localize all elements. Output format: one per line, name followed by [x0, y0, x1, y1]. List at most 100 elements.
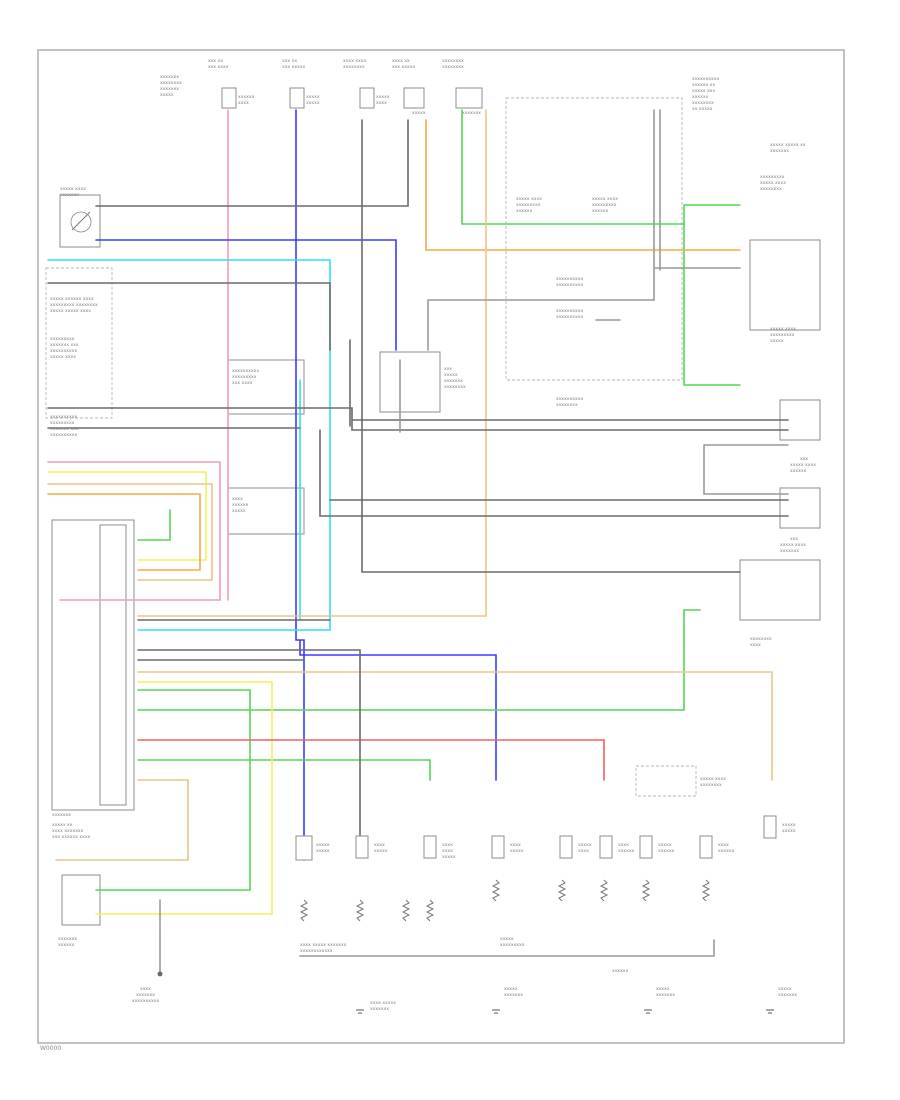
svg-text:xxxxxxx: xxxxxxx: [60, 193, 79, 198]
svg-text:xxxxxxxx: xxxxxxxx: [343, 65, 365, 70]
svg-text:xxxxxxxx: xxxxxxxx: [760, 187, 782, 192]
svg-text:xxxxx: xxxxx: [782, 823, 796, 828]
svg-text:xxxxxxx: xxxxxxx: [160, 75, 179, 80]
svg-text:xxxxx: xxxxx: [658, 843, 672, 848]
svg-text:xxxxx xx: xxxxx xx: [52, 823, 73, 828]
svg-text:xxxxx: xxxxx: [442, 855, 456, 860]
svg-text:xxxx: xxxx: [718, 843, 729, 848]
svg-text:xxxxx xxxx: xxxxx xxxx: [790, 463, 816, 468]
svg-text:xxxx xxxxx xxxxxxx: xxxx xxxxx xxxxxxx: [300, 943, 347, 948]
svg-text:xxxx xxxx: xxxx xxxx: [343, 59, 366, 64]
svg-text:xxxxxxx: xxxxxxx: [770, 149, 789, 154]
svg-text:xxxx xxxxxxx: xxxx xxxxxxx: [52, 829, 84, 834]
svg-text:xxxxxx: xxxxxx: [718, 849, 735, 854]
svg-text:xxx: xxx: [800, 457, 808, 462]
svg-text:xxxxxxxxx: xxxxxxxxx: [760, 175, 785, 180]
svg-text:xxxx: xxxx: [140, 987, 151, 992]
svg-text:xxxxxxx: xxxxxxx: [52, 813, 71, 818]
svg-text:xxxxx: xxxxx: [306, 101, 320, 106]
svg-text:xxx xx: xxx xx: [208, 59, 223, 64]
svg-text:xxxxx xxxx: xxxxx xxxx: [516, 197, 542, 202]
svg-text:xxxxx xxxx: xxxxx xxxx: [60, 187, 86, 192]
svg-text:xxxxxx: xxxxxx: [658, 849, 675, 854]
svg-text:xxxxxxxx: xxxxxxxx: [556, 403, 578, 408]
svg-text:xxxxx xxxxxx xxxx: xxxxx xxxxxx xxxx: [50, 297, 94, 302]
footer-code: W0000: [40, 1045, 61, 1052]
wire-cyan: [47, 259, 331, 631]
svg-text:xxxxxx: xxxxxx: [232, 503, 249, 508]
svg-text:xxxx: xxxx: [618, 843, 629, 848]
svg-text:xxxxx: xxxxx: [770, 339, 784, 344]
svg-text:xxxxx: xxxxx: [504, 987, 518, 992]
svg-text:xxxxx xxxx: xxxxx xxxx: [700, 777, 726, 782]
svg-text:xxx: xxx: [790, 537, 798, 542]
wire-gray-1: [399, 109, 789, 495]
speed-sensor: xxxxx xxxxxxxxxxx: [59, 187, 101, 248]
svg-text:xxx xxxxxx xxxx: xxx xxxxxx xxxx: [52, 835, 91, 840]
svg-text:xxxxxxxxx: xxxxxxxxx: [592, 203, 617, 208]
svg-text:xxxxx: xxxxx: [316, 843, 330, 848]
svg-text:xxxxx xxxxx xxxx: xxxxx xxxxx xxxx: [50, 309, 91, 314]
svg-text:xxxxxx: xxxxxx: [58, 943, 75, 948]
svg-text:xxxxx: xxxxx: [376, 95, 390, 100]
wire-red: [137, 739, 605, 781]
wire-black-4: [137, 649, 361, 841]
svg-text:xxxxx: xxxxx: [778, 987, 792, 992]
svg-text:xxxx: xxxx: [750, 643, 761, 648]
svg-text:xxxxxxxx: xxxxxxxx: [750, 637, 772, 642]
svg-text:xxxxx: xxxxx: [232, 509, 246, 514]
svg-text:xxxxxxxxx: xxxxxxxxx: [50, 421, 75, 426]
svg-text:xxxx xx: xxxx xx: [392, 59, 410, 64]
svg-text:xxxxxx: xxxxxx: [790, 469, 807, 474]
svg-text:xxxxxxxx: xxxxxxxx: [692, 101, 714, 106]
svg-text:xxxx xxxxx: xxxx xxxxx: [370, 1001, 396, 1006]
svg-text:xxxxxxxxxx: xxxxxxxxxx: [50, 415, 77, 420]
svg-text:xxxxxxxxx: xxxxxxxxx: [232, 375, 257, 380]
svg-text:xxxxxxx xxx: xxxxxxx xxx: [50, 343, 79, 348]
svg-text:xxxxxx: xxxxxx: [692, 95, 709, 100]
svg-text:xxxxxxxxxx: xxxxxxxxxx: [692, 77, 719, 82]
svg-text:xxxx: xxxx: [442, 843, 453, 848]
svg-text:xxxxxxx: xxxxxxx: [504, 993, 523, 998]
svg-text:xxxxxxx xxx: xxxxxxx xxx: [50, 427, 79, 432]
svg-text:xxxxx: xxxxx: [374, 849, 388, 854]
wire-black-2: [47, 339, 789, 431]
svg-text:xxxxx xxxx: xxxxx xxxx: [592, 197, 618, 202]
svg-text:xxxxxxxxxx: xxxxxxxxxx: [50, 433, 77, 438]
wire-gray-3: [159, 899, 715, 973]
svg-text:xxxxxxx: xxxxxxx: [780, 549, 799, 554]
diagram-frame: [37, 49, 845, 1044]
svg-text:xxxxxxxxxx: xxxxxxxxxx: [556, 315, 583, 320]
svg-text:xxxxxxxxxx: xxxxxxxxxx: [132, 999, 159, 1004]
svg-text:xxxxxx: xxxxxx: [612, 969, 629, 974]
svg-text:xxxxx: xxxxx: [316, 849, 330, 854]
svg-text:xxxxxxxxx: xxxxxxxxx: [50, 337, 75, 342]
wire-blue: [95, 109, 497, 861]
svg-text:xxxxxxxxx xxxxxxxx: xxxxxxxxx xxxxxxxx: [50, 303, 98, 308]
fuse-blocks: xxxxxxxxxx xxxxxxxxxx xxxxxxxxx xxxxx xx…: [221, 87, 483, 116]
svg-text:xxxxxxx: xxxxxxx: [656, 993, 675, 998]
svg-text:xxxx: xxxx: [374, 843, 385, 848]
svg-text:xxxxxxxxxx: xxxxxxxxxx: [232, 369, 259, 374]
svg-text:xxxxxxxxxx: xxxxxxxxxx: [556, 309, 583, 314]
svg-text:xxxxx xxxx: xxxxx xxxx: [760, 181, 786, 186]
svg-text:xxxxxxx: xxxxxxx: [462, 111, 481, 116]
svg-text:xxxxxx xx: xxxxxx xx: [692, 83, 715, 88]
svg-text:xxxxxxx: xxxxxxx: [58, 937, 77, 942]
svg-text:xxxxx xxxxx xx: xxxxx xxxxx xx: [770, 143, 806, 148]
wire-yellow: [47, 471, 273, 915]
svg-text:xxxxxxx: xxxxxxx: [370, 1007, 389, 1012]
bulbs: [299, 879, 711, 922]
svg-text:xxxxxxxx: xxxxxxxx: [444, 385, 466, 390]
wire-black-1: [47, 119, 409, 621]
left-modules: xxxxx xxxxxx xxxx xxxxxxxxx xxxxxxxx xxx…: [45, 267, 113, 438]
svg-text:xxx: xxx: [444, 367, 452, 372]
svg-text:xxxxxxxx: xxxxxxxx: [442, 65, 464, 70]
wire-black-3: [319, 119, 789, 573]
svg-text:xxxx: xxxx: [232, 497, 243, 502]
svg-text:xx xxxxx: xx xxxxx: [692, 107, 713, 112]
wire-orange: [47, 119, 741, 571]
